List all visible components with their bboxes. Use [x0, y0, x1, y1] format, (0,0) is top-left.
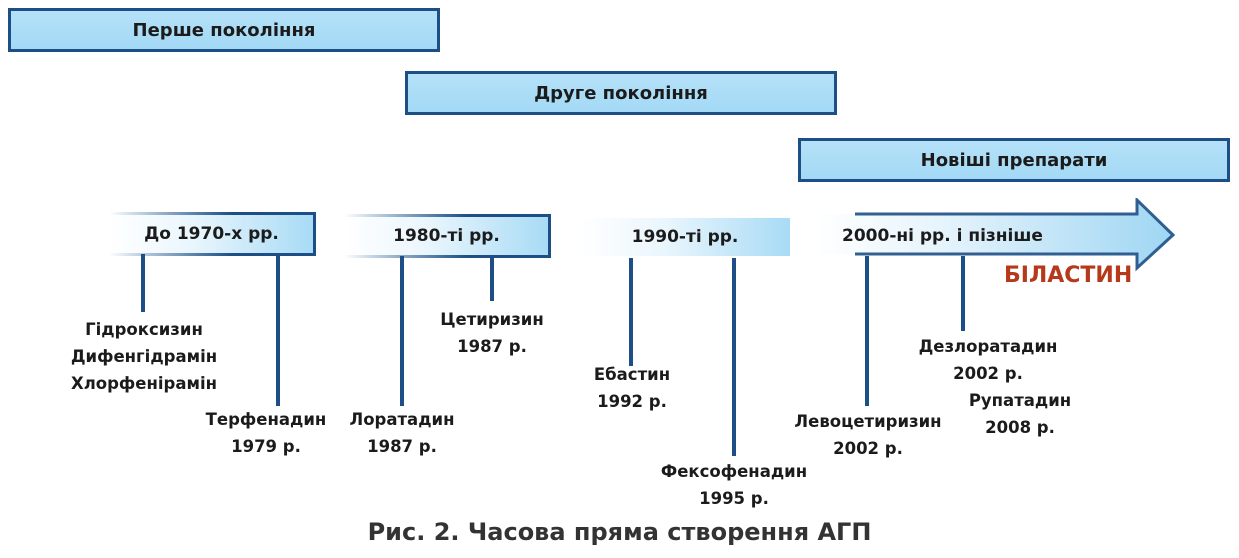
connector-line — [141, 254, 145, 312]
bilastine-label: БІЛАСТИН — [1004, 263, 1133, 288]
connector-line — [400, 256, 404, 406]
connector-line — [961, 256, 965, 331]
era-2000s: 2000-ні рр. і пізніше — [842, 226, 1043, 246]
era-before-1970s: До 1970-х рр. — [110, 212, 316, 256]
era-1990s: 1990-ті рр. — [580, 218, 790, 256]
connector-line — [490, 256, 494, 301]
connector-line — [865, 256, 869, 406]
timeline-arrow — [815, 198, 1176, 272]
generation-first: Перше покоління — [8, 8, 440, 52]
generation-newer: Новіші препарати — [798, 138, 1230, 182]
connector-line — [732, 258, 736, 456]
generation-second: Друге покоління — [405, 71, 837, 115]
figure-caption: Рис. 2. Часова пряма створення АГП — [367, 518, 872, 546]
era-1980s: 1980-ті рр. — [345, 214, 551, 258]
connector-line — [276, 254, 280, 406]
connector-line — [629, 258, 633, 366]
